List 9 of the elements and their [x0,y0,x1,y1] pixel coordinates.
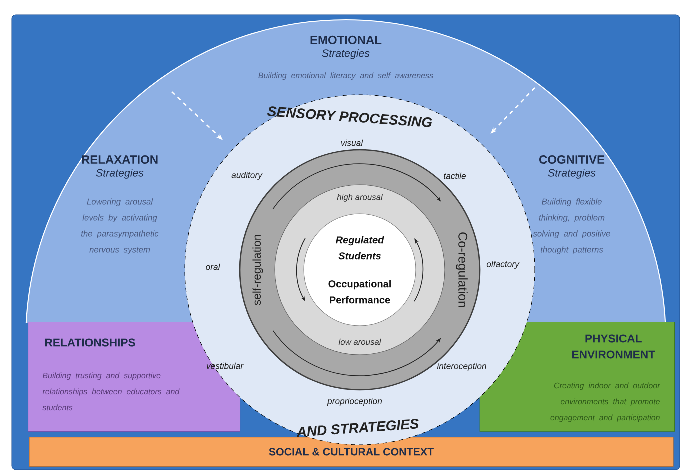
strategy-region: RELAXATION Strategies Lowering arousal levels by activating the parasympathetic nervous system [82,156,159,254]
sense-label: oral [206,264,220,270]
sense-label: olfactory [486,260,520,270]
context-band: SOCIAL & CULTURAL CONTEXT [29,437,674,467]
strategy-region: EMOTIONAL Strategies Building emotional literacy and self awareness [258,36,434,80]
sense-label: visual [341,140,364,146]
sense-label: proprioception [327,398,382,406]
sense-label: tactile [444,172,466,180]
strategy-region: COGNITIVE Strategies Building flexible thinking, problem solving and positive thought patterns [533,156,610,254]
